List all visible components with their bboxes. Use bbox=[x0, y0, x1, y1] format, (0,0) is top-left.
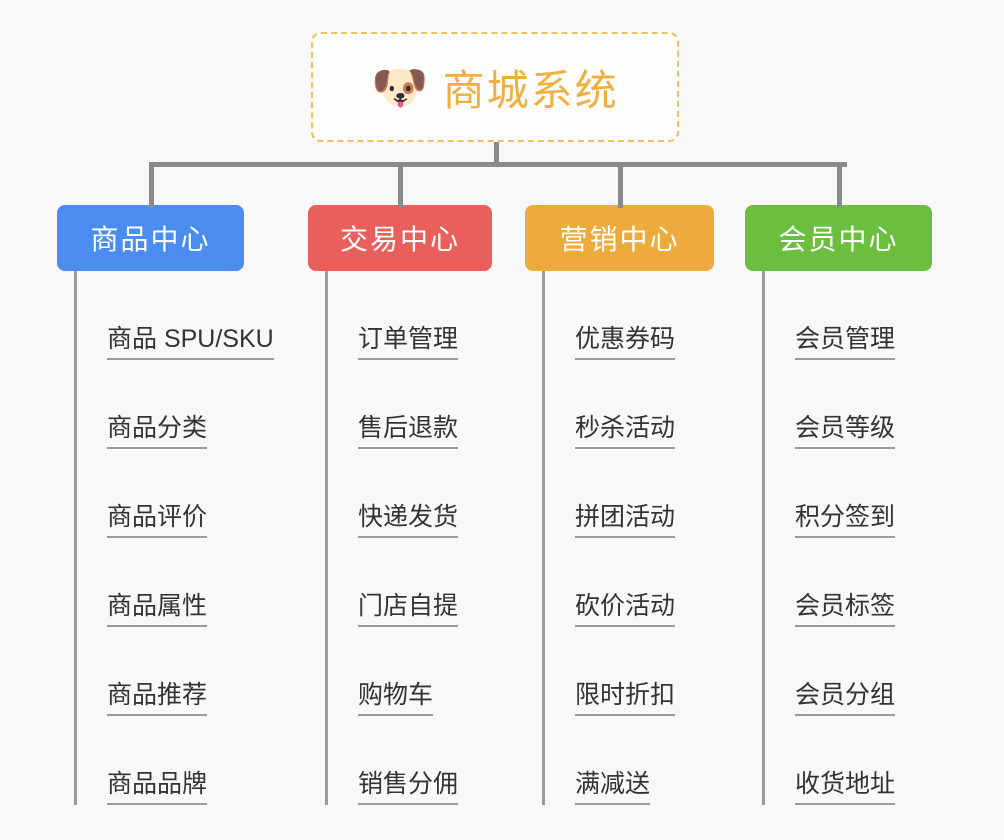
branch-trade-center: 交易中心订单管理售后退款快递发货门店自提购物车销售分佣 bbox=[308, 205, 492, 805]
list-item-label: 商品推荐 bbox=[107, 681, 208, 716]
list-item[interactable]: 快递发货 bbox=[328, 449, 492, 538]
list-item[interactable]: 售后退款 bbox=[328, 360, 492, 449]
root-node-mall-system[interactable]: 🐶 商城系统 bbox=[311, 32, 679, 142]
root-node-title: 商城系统 bbox=[442, 66, 619, 114]
list-item-label: 会员标签 bbox=[795, 592, 896, 627]
connector-drop-product-center bbox=[149, 162, 154, 208]
list-item-label: 商品分类 bbox=[107, 414, 208, 449]
connector-drop-trade-center bbox=[398, 162, 403, 208]
list-item[interactable]: 收货地址 bbox=[765, 716, 932, 805]
list-item[interactable]: 优惠券码 bbox=[545, 271, 714, 360]
list-item-label: 商品评价 bbox=[107, 503, 208, 538]
list-item[interactable]: 满减送 bbox=[545, 716, 714, 805]
list-item-label: 限时折扣 bbox=[575, 681, 676, 716]
list-item-label: 销售分佣 bbox=[358, 770, 459, 805]
branch-header-trade-center[interactable]: 交易中心 bbox=[308, 205, 492, 271]
list-item[interactable]: 商品评价 bbox=[77, 449, 244, 538]
shiba-dog-face-icon: 🐶 bbox=[371, 61, 429, 113]
list-item-label: 门店自提 bbox=[358, 592, 459, 627]
connector-horizontal-bus bbox=[150, 162, 847, 167]
list-item-label: 积分签到 bbox=[795, 503, 896, 538]
list-item[interactable]: 商品推荐 bbox=[77, 627, 244, 716]
list-item[interactable]: 积分签到 bbox=[765, 449, 932, 538]
branch-header-product-center[interactable]: 商品中心 bbox=[57, 205, 244, 271]
list-item-label: 会员分组 bbox=[795, 681, 896, 716]
list-item-label: 购物车 bbox=[358, 681, 434, 716]
list-item[interactable]: 购物车 bbox=[328, 627, 492, 716]
list-item[interactable]: 商品属性 bbox=[77, 538, 244, 627]
list-item-label: 订单管理 bbox=[358, 325, 459, 360]
list-item-label: 拼团活动 bbox=[575, 503, 676, 538]
list-item-label: 快递发货 bbox=[358, 503, 459, 538]
list-item[interactable]: 销售分佣 bbox=[328, 716, 492, 805]
branch-items-marketing-center: 优惠券码秒杀活动拼团活动砍价活动限时折扣满减送 bbox=[542, 271, 714, 805]
branch-items-member-center: 会员管理会员等级积分签到会员标签会员分组收货地址 bbox=[762, 271, 932, 805]
list-item-label: 收货地址 bbox=[795, 770, 896, 805]
branch-header-marketing-center[interactable]: 营销中心 bbox=[525, 205, 714, 271]
list-item[interactable]: 会员管理 bbox=[765, 271, 932, 360]
list-item[interactable]: 限时折扣 bbox=[545, 627, 714, 716]
list-item[interactable]: 门店自提 bbox=[328, 538, 492, 627]
branch-product-center: 商品中心商品 SPU/SKU 商品分类商品评价商品属性商品推荐商品品牌 bbox=[57, 205, 274, 805]
connector-drop-member-center bbox=[837, 162, 842, 208]
list-item-label: 会员等级 bbox=[795, 414, 896, 449]
branch-marketing-center: 营销中心优惠券码秒杀活动拼团活动砍价活动限时折扣满减送 bbox=[525, 205, 714, 805]
connector-root-stem bbox=[494, 142, 499, 164]
list-item[interactable]: 商品分类 bbox=[77, 360, 244, 449]
connector-drop-marketing-center bbox=[618, 162, 623, 208]
list-item[interactable]: 拼团活动 bbox=[545, 449, 714, 538]
branch-member-center: 会员中心会员管理会员等级积分签到会员标签会员分组收货地址 bbox=[745, 205, 932, 805]
list-item-label: 优惠券码 bbox=[575, 325, 676, 360]
list-item-label: 砍价活动 bbox=[575, 592, 676, 627]
list-item-label: 商品 SPU/SKU bbox=[107, 325, 274, 360]
list-item[interactable]: 砍价活动 bbox=[545, 538, 714, 627]
list-item[interactable]: 会员分组 bbox=[765, 627, 932, 716]
branch-items-product-center: 商品 SPU/SKU 商品分类商品评价商品属性商品推荐商品品牌 bbox=[74, 271, 274, 805]
branch-items-trade-center: 订单管理售后退款快递发货门店自提购物车销售分佣 bbox=[325, 271, 492, 805]
list-item[interactable]: 会员等级 bbox=[765, 360, 932, 449]
list-item-label: 商品属性 bbox=[107, 592, 208, 627]
list-item[interactable]: 订单管理 bbox=[328, 271, 492, 360]
list-item-label: 秒杀活动 bbox=[575, 414, 676, 449]
list-item[interactable]: 会员标签 bbox=[765, 538, 932, 627]
list-item-label: 满减送 bbox=[575, 770, 651, 805]
list-item-label: 会员管理 bbox=[795, 325, 896, 360]
branch-header-member-center[interactable]: 会员中心 bbox=[745, 205, 932, 271]
list-item[interactable]: 秒杀活动 bbox=[545, 360, 714, 449]
list-item-label: 商品品牌 bbox=[107, 770, 208, 805]
list-item[interactable]: 商品 SPU/SKU bbox=[77, 271, 274, 360]
list-item-label: 售后退款 bbox=[358, 414, 459, 449]
list-item[interactable]: 商品品牌 bbox=[77, 716, 244, 805]
